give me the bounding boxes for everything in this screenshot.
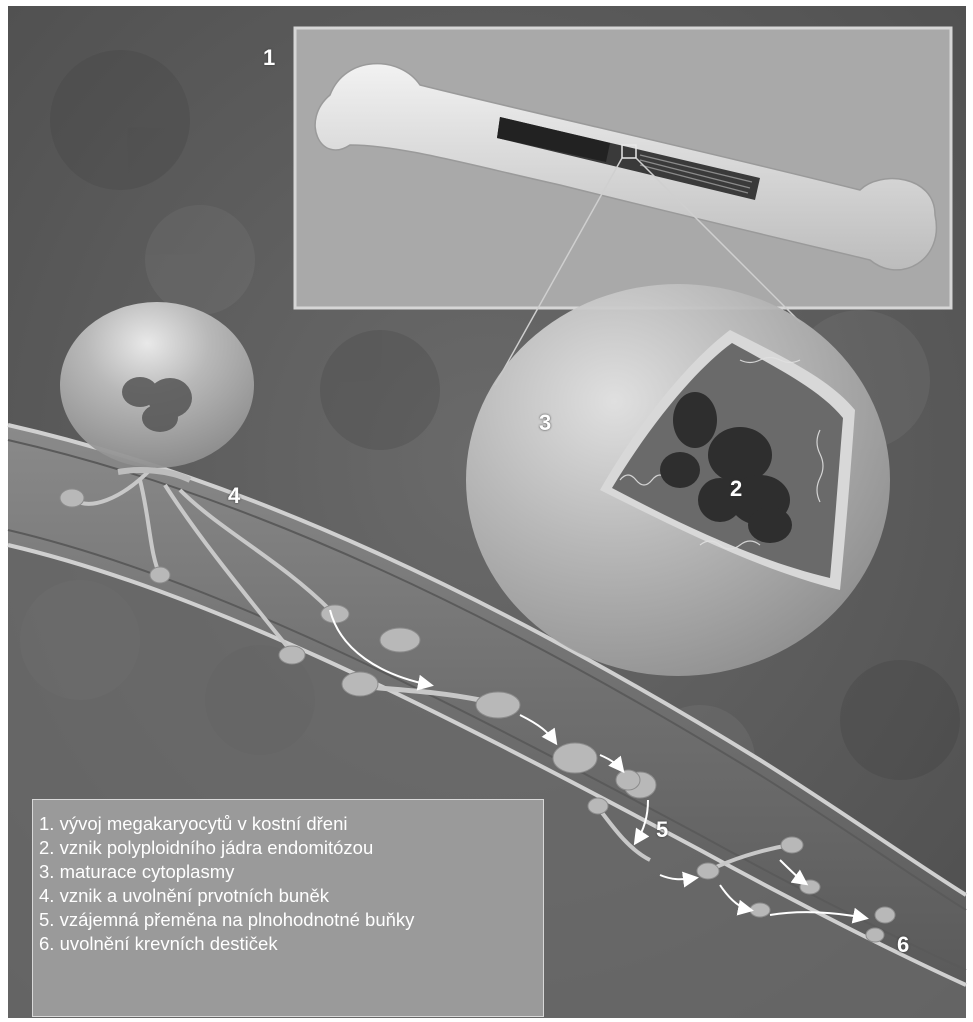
legend-item: 1. vývoj megakaryocytů v kostní dřeni: [39, 812, 543, 836]
label-1: 1: [263, 45, 275, 71]
megakaryocyte-mature: [466, 284, 890, 676]
label-4: 4: [228, 483, 240, 509]
legend-item: 3. maturace cytoplasmy: [39, 860, 543, 884]
legend-item: 6. uvolnění krevních destiček: [39, 932, 543, 956]
label-3: 3: [539, 410, 551, 436]
legend-item: 2. vznik polyploidního jádra endomitózou: [39, 836, 543, 860]
legend-box: 1. vývoj megakaryocytů v kostní dřeni 2.…: [32, 799, 544, 1017]
legend-item: 5. vzájemná přeměna na plnohodnotné buňk…: [39, 908, 543, 932]
label-2: 2: [730, 476, 742, 502]
label-5: 5: [656, 817, 668, 843]
label-6: 6: [897, 932, 909, 958]
legend-item: 4. vznik a uvolnění prvotních buněk: [39, 884, 543, 908]
